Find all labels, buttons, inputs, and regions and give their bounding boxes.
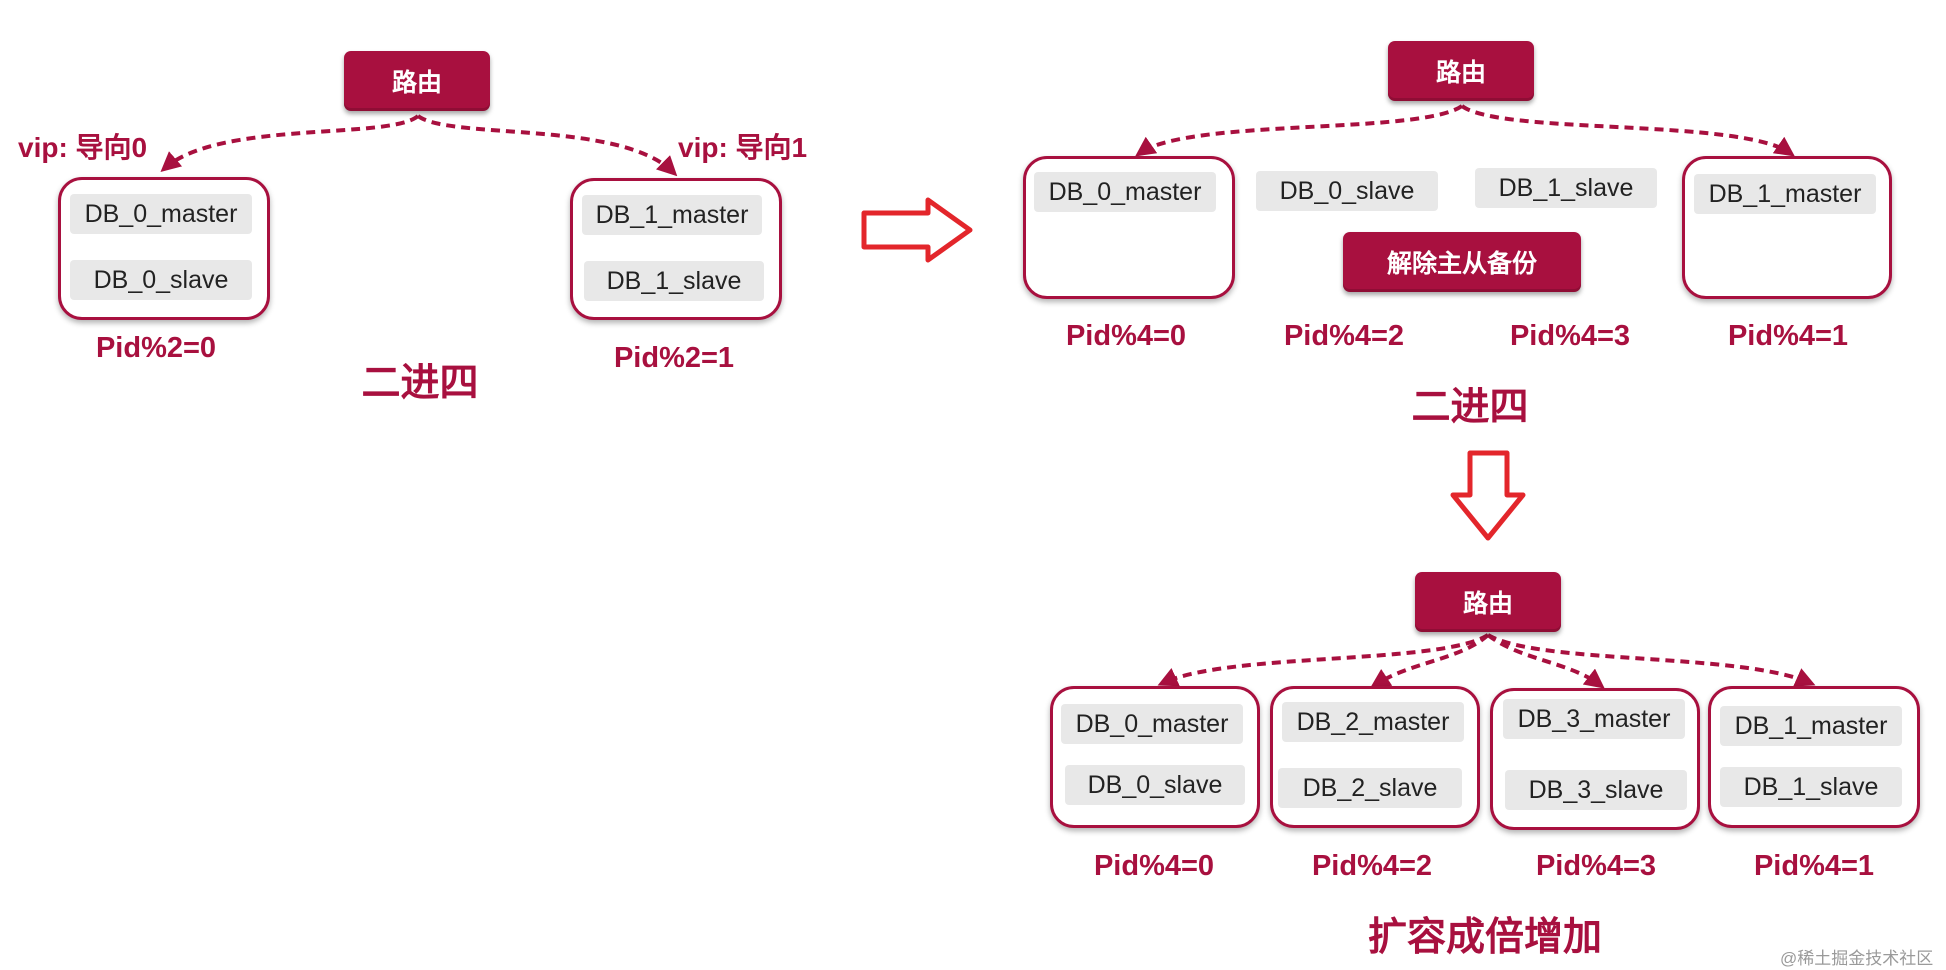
caption-middle: 二进四 — [1411, 386, 1529, 429]
router-label: 路由 — [1435, 59, 1486, 87]
connector-mid-0 — [1135, 104, 1464, 157]
down-arrow-icon — [1450, 450, 1526, 541]
connector-bottom-3 — [1487, 633, 1816, 687]
router-node: 路由 — [1415, 572, 1561, 632]
router-label: 路由 — [1462, 590, 1513, 618]
vip-label-1: vip: 导向1 — [678, 132, 808, 163]
connector-bottom-2 — [1486, 633, 1605, 689]
caption-left: 二进四 — [361, 362, 479, 405]
router-node: 路由 — [344, 51, 490, 111]
connector-bottom-0 — [1157, 633, 1490, 687]
pid-label-1: Pid%4=1 — [1753, 850, 1875, 882]
db-0-master: DB_0_master — [1034, 172, 1216, 212]
db-1-master: DB_1_master — [582, 195, 762, 235]
pid-label-0: Pid%4=0 — [1093, 850, 1215, 882]
db-3-master: DB_3_master — [1503, 699, 1685, 739]
pid-label-3: Pid%4=3 — [1509, 320, 1631, 352]
pid-label-1: Pid%4=1 — [1727, 320, 1849, 352]
unbind-replication-label: 解除主从备份 — [1343, 232, 1581, 292]
db-0-slave: DB_0_slave — [1065, 765, 1245, 805]
db-0-master: DB_0_master — [1061, 704, 1243, 744]
router-node: 路由 — [1388, 41, 1534, 101]
connector-left-0 — [160, 114, 420, 172]
watermark: @稀土掘金技术社区 — [1780, 949, 1934, 968]
right-arrow-icon — [861, 197, 973, 263]
db-2-master: DB_2_master — [1282, 702, 1464, 742]
pid-label-3: Pid%4=3 — [1535, 850, 1657, 882]
db-1-slave: DB_1_slave — [1720, 767, 1902, 807]
pid-label-1: Pid%2=1 — [613, 342, 735, 374]
connector-mid-1 — [1460, 104, 1795, 157]
caption-bottom: 扩容成倍增加 — [1367, 916, 1602, 959]
db-1-slave: DB_1_slave — [1475, 168, 1657, 208]
unbind-replication-text: 解除主从备份 — [1386, 250, 1537, 278]
db-0-master: DB_0_master — [70, 194, 252, 234]
db-1-master: DB_1_master — [1694, 174, 1876, 214]
db-0-slave: DB_0_slave — [70, 260, 252, 300]
db-1-slave: DB_1_slave — [584, 261, 764, 301]
vip-label-0: vip: 导向0 — [18, 132, 148, 163]
pid-label-0: Pid%2=0 — [95, 332, 217, 364]
pid-label-2: Pid%4=2 — [1283, 320, 1405, 352]
connector-left-1 — [416, 114, 678, 177]
db-2-slave: DB_2_slave — [1278, 768, 1462, 808]
router-label: 路由 — [391, 69, 442, 97]
connector-bottom-1 — [1369, 633, 1490, 689]
pid-label-0: Pid%4=0 — [1065, 320, 1187, 352]
db-0-slave: DB_0_slave — [1256, 171, 1438, 211]
db-1-master: DB_1_master — [1720, 706, 1902, 746]
pid-label-2: Pid%4=2 — [1311, 850, 1433, 882]
db-3-slave: DB_3_slave — [1505, 770, 1687, 810]
